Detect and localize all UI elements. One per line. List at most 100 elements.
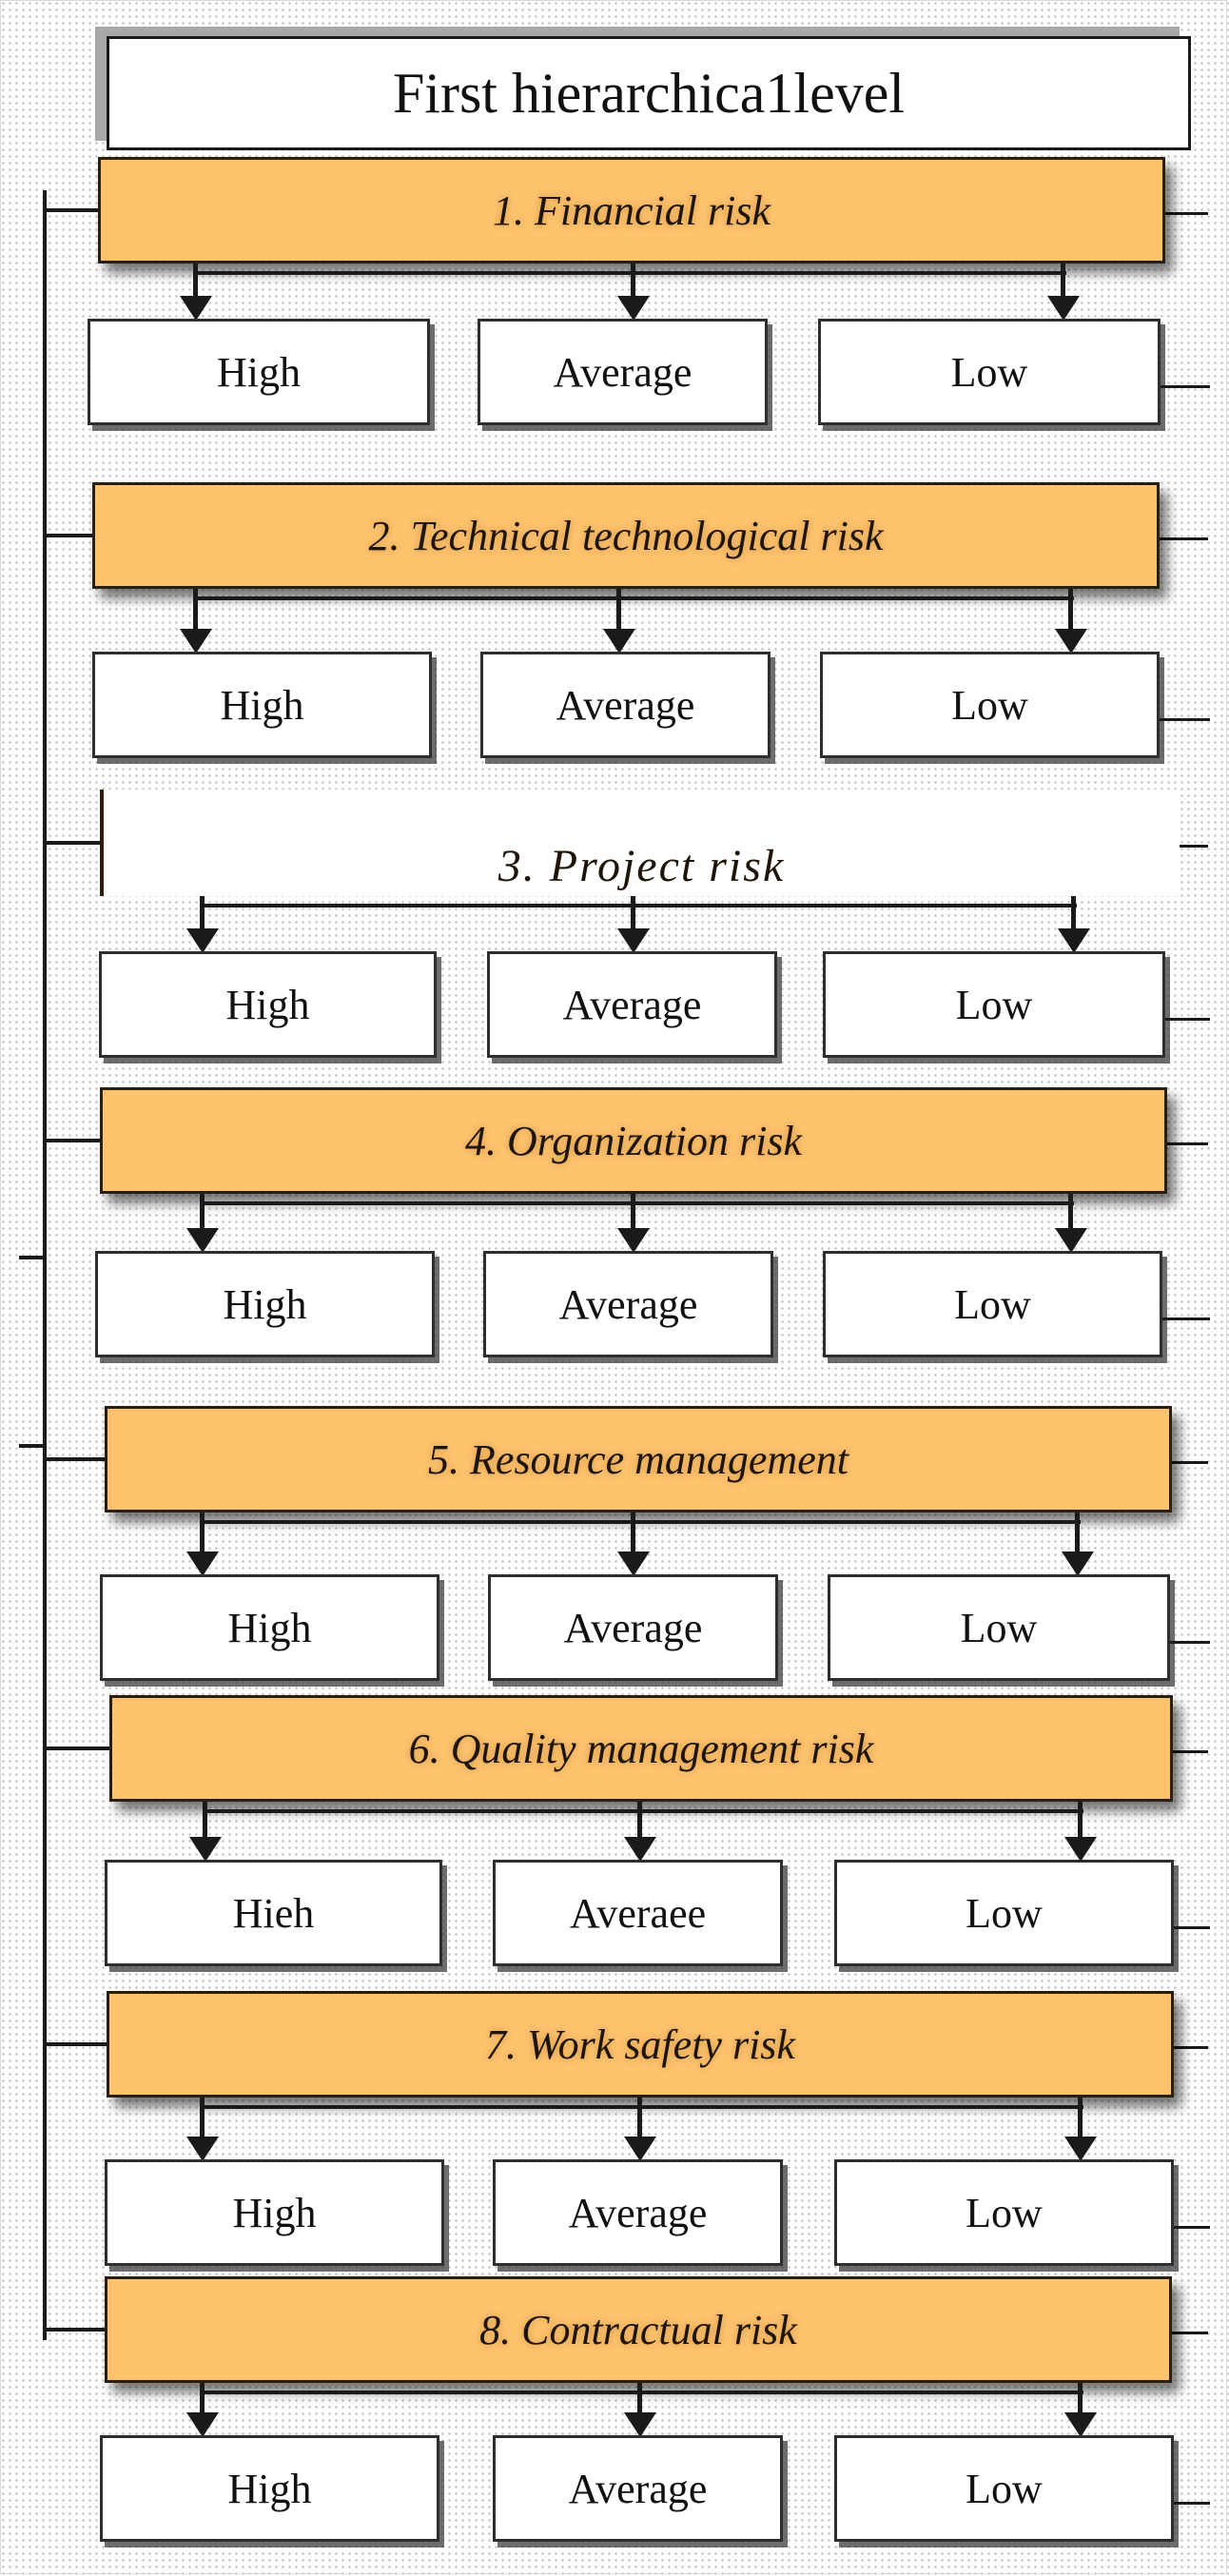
title-box: First hierarchica1level — [107, 36, 1191, 150]
level-box-average: Average — [487, 951, 777, 1058]
connector-line — [43, 534, 92, 537]
arrow-stem — [193, 589, 198, 634]
arrow-down-icon — [186, 2137, 219, 2161]
arrow-stem — [1068, 1194, 1073, 1234]
right-tick — [1161, 385, 1210, 388]
risk-box-4: 4. Organization risk — [100, 1087, 1167, 1194]
arrow-down-icon — [1058, 928, 1090, 953]
arrow-stem — [203, 1802, 207, 1843]
level-box-high: High — [99, 951, 437, 1058]
risk-box-2: 2. Technical technological risk — [92, 482, 1160, 589]
arrow-stem — [1068, 589, 1073, 634]
right-tick — [1167, 1142, 1208, 1145]
arrow-down-icon — [1055, 1228, 1087, 1253]
level-box-average: Average — [493, 2159, 783, 2266]
right-tick — [1160, 537, 1208, 540]
level-box-high: Hieh — [105, 1860, 442, 1966]
arrow-down-icon — [624, 2412, 656, 2437]
level-box-average: Average — [478, 319, 768, 425]
level-box-low: Low — [834, 1860, 1174, 1966]
arrow-down-icon — [186, 2412, 219, 2437]
arrow-down-icon — [617, 1228, 650, 1253]
arrow-down-icon — [1055, 629, 1087, 654]
right-tick — [1165, 212, 1208, 215]
right-tick — [1162, 1317, 1210, 1320]
arrow-stem — [631, 263, 635, 302]
risk-box-6: 6. Quality management risk — [109, 1695, 1173, 1802]
level-box-low: Low — [828, 1574, 1170, 1681]
right-tick — [1165, 1018, 1210, 1021]
right-tick — [1174, 2226, 1210, 2229]
arrow-stem — [637, 2098, 642, 2142]
arrow-down-icon — [180, 629, 212, 654]
arrow-stem — [637, 2383, 642, 2418]
arrow-stem — [1078, 2383, 1083, 2418]
right-tick — [1174, 1926, 1210, 1929]
arrow-stem — [1075, 1512, 1080, 1557]
arrow-bar — [202, 904, 1077, 907]
arrow-down-icon — [186, 928, 219, 953]
arrow-down-icon — [180, 296, 212, 321]
arrow-stem — [200, 1194, 205, 1234]
arrow-bar — [202, 2391, 1083, 2394]
arrow-down-icon — [1064, 2412, 1097, 2437]
level-box-average: Average — [488, 1574, 778, 1681]
risk-box-7: 7. Work safety risk — [107, 1991, 1174, 2098]
right-tick — [1170, 1641, 1210, 1644]
arrow-down-icon — [1062, 1551, 1094, 1576]
right-tick — [1174, 2046, 1208, 2049]
arrow-down-icon — [189, 1837, 222, 1862]
spine-line — [43, 190, 47, 2340]
level-box-high: High — [100, 1574, 439, 1681]
level-box-high: High — [95, 1251, 435, 1357]
arrow-stem — [1071, 896, 1076, 934]
arrow-down-icon — [603, 629, 635, 654]
arrow-down-icon — [617, 928, 650, 953]
right-tick — [1160, 718, 1210, 721]
level-box-high: High — [105, 2159, 444, 2266]
arrow-stem — [1078, 2098, 1083, 2142]
connector-line — [43, 2042, 107, 2046]
connector-line — [43, 2328, 105, 2332]
right-tick — [1173, 1750, 1208, 1753]
arrow-down-icon — [186, 1551, 219, 1576]
level-box-high: High — [88, 319, 430, 425]
risk-box-5: 5. Resource management — [105, 1406, 1172, 1512]
arrow-bar — [202, 2105, 1083, 2109]
arrow-down-icon — [1064, 1837, 1097, 1862]
arrow-stem — [200, 2098, 205, 2142]
arrow-stem — [200, 2383, 205, 2418]
arrow-stem — [200, 896, 205, 934]
right-tick — [1172, 2332, 1208, 2334]
arrow-down-icon — [1064, 2137, 1097, 2161]
level-box-low: Low — [823, 951, 1165, 1058]
risk-box-1: 1. Financial risk — [98, 157, 1165, 263]
arrow-down-icon — [624, 2137, 656, 2161]
level-box-low: Low — [823, 1251, 1162, 1357]
arrow-down-icon — [1047, 296, 1080, 321]
risk-box-8: 8. Contractual risk — [105, 2276, 1172, 2383]
connector-line — [43, 1139, 100, 1142]
arrow-stem — [200, 1512, 205, 1557]
arrow-stem — [1061, 263, 1065, 302]
level-box-low: Low — [818, 319, 1161, 425]
arrow-stem — [193, 263, 198, 302]
arrow-stem — [631, 1512, 635, 1557]
risk-box-3: 3. Project risk — [100, 790, 1180, 896]
arrow-stem — [1078, 1802, 1083, 1843]
arrow-stem — [631, 896, 635, 934]
connector-line — [43, 841, 100, 845]
arrow-stem — [637, 1802, 642, 1843]
connector-line — [43, 1457, 105, 1461]
spine-stub — [19, 1444, 46, 1448]
arrow-bar — [202, 1520, 1081, 1524]
right-tick — [1172, 1461, 1208, 1464]
level-box-average: Average — [483, 1251, 773, 1357]
arrow-down-icon — [617, 296, 650, 321]
level-box-average: Averaee — [493, 1860, 783, 1966]
arrow-bar — [205, 1809, 1083, 1813]
right-tick — [1180, 845, 1208, 848]
spine-stub — [19, 1256, 46, 1259]
level-box-average: Average — [480, 652, 771, 758]
